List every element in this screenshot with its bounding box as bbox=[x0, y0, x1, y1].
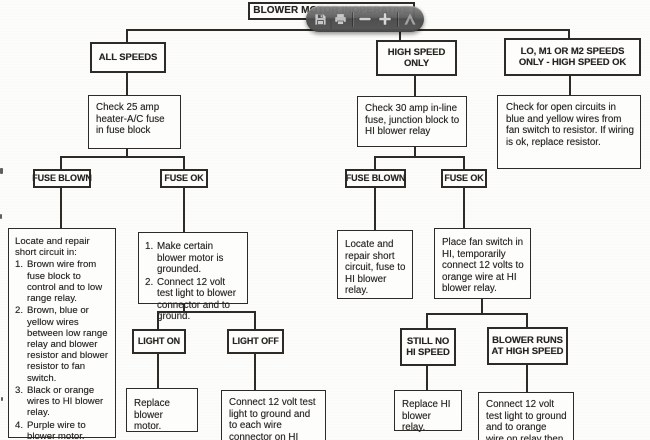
flow-node-check-open-circuits: Check for open circuits in blue and yell… bbox=[497, 95, 641, 169]
connector-line bbox=[481, 298, 483, 315]
connector-line bbox=[463, 187, 465, 229]
flow-node-place-fan-switch: Place fan switch in HI, temporarily conn… bbox=[434, 228, 531, 299]
flow-node-light-off: LIGHT OFF bbox=[227, 329, 284, 354]
list-item: 2. Brown, blue or yellow wires between l… bbox=[15, 305, 109, 384]
list-item: 2. Connect 12 volt test light to blower … bbox=[145, 276, 236, 323]
connector-line bbox=[569, 75, 571, 96]
connector-line bbox=[157, 311, 159, 330]
connector-line bbox=[414, 75, 416, 97]
flow-node-still-no-hi-speed: STILL NO HI SPEED bbox=[400, 328, 456, 366]
flow-node-replace-blower-motor: Replace blower motor. bbox=[126, 388, 198, 432]
list-item: 3. Black or orange wires to HI blower re… bbox=[15, 384, 104, 419]
flow-node-all-speeds: ALL SPEEDS bbox=[90, 42, 166, 73]
connector-line bbox=[374, 156, 465, 158]
flow-node-connect-each-wire: Connect 12 volt test light to ground and… bbox=[221, 390, 326, 440]
connector-line bbox=[374, 156, 376, 170]
connector-line bbox=[60, 156, 185, 158]
list-item: 1. Make certain blower motor is grounded… bbox=[145, 241, 224, 276]
flow-node-check-30amp-fuse: Check 30 amp in-line fuse, junction bloc… bbox=[357, 96, 467, 147]
list-item: 4. Purple wire to blower motor. bbox=[15, 419, 86, 440]
flow-node-lo-m1-m2-speeds: LO, M1 OR M2 SPEEDS ONLY - HIGH SPEED OK bbox=[504, 38, 641, 76]
connector-line bbox=[254, 311, 256, 330]
list-item: 1. Brown wire from fuse block to control… bbox=[15, 259, 103, 305]
connector-line bbox=[157, 311, 256, 313]
scan-speck bbox=[1, 397, 3, 401]
flow-node-short-circuit-list: Locate and repair short circuit in: 1. B… bbox=[8, 228, 116, 440]
connector-line bbox=[526, 313, 528, 328]
connector-line bbox=[426, 365, 428, 391]
connector-line bbox=[183, 187, 185, 233]
connector-line bbox=[374, 187, 376, 231]
connector-line bbox=[157, 353, 159, 389]
toolbar-separator bbox=[397, 11, 398, 27]
flow-node-replace-hi-relay: Replace HI blower relay. bbox=[394, 390, 462, 433]
connector-line bbox=[183, 156, 185, 170]
connector-line bbox=[60, 187, 62, 229]
connector-line bbox=[463, 156, 465, 170]
flow-node-high-speed-only: HIGH SPEED ONLY bbox=[376, 40, 457, 76]
connector-line bbox=[126, 29, 128, 43]
toolbar-separator bbox=[352, 11, 353, 27]
save-button[interactable] bbox=[312, 9, 328, 29]
flow-node-check-25amp-fuse: Check 25 amp heater-A/C fuse in fuse blo… bbox=[88, 95, 181, 149]
connector-line bbox=[126, 72, 128, 96]
scan-speck bbox=[0, 214, 2, 219]
connector-line bbox=[426, 313, 428, 329]
zoom-in-button[interactable] bbox=[377, 9, 393, 29]
pdf-floating-toolbar bbox=[306, 6, 424, 32]
scan-speck bbox=[0, 168, 3, 174]
connector-line bbox=[254, 353, 256, 391]
flow-node-fuse-ok-mid: FUSE OK bbox=[441, 169, 487, 188]
flow-node-connect-orange-wire: Connect 12 volt test light to ground and… bbox=[478, 392, 574, 440]
adobe-reader-button[interactable] bbox=[402, 9, 418, 29]
connector-line bbox=[126, 148, 128, 158]
zoom-in-icon bbox=[378, 12, 392, 26]
connector-line bbox=[60, 156, 62, 170]
flow-node-light-on: LIGHT ON bbox=[132, 329, 186, 354]
print-icon bbox=[334, 13, 347, 26]
flow-node-fuse-blown-left: FUSE BLOWN bbox=[32, 169, 92, 188]
flow-node-fuse-blown-mid: FUSE BLOWN bbox=[345, 169, 406, 188]
zoom-out-icon bbox=[358, 12, 372, 26]
connector-line bbox=[426, 313, 528, 315]
connector-line bbox=[399, 29, 401, 41]
connector-line bbox=[183, 303, 185, 313]
list-intro: Locate and repair short circuit in: bbox=[15, 236, 90, 259]
flow-node-locate-repair-short: Locate and repair short circuit, fuse to… bbox=[337, 230, 413, 299]
adobe-reader-icon bbox=[403, 12, 417, 26]
save-icon bbox=[314, 13, 327, 26]
flow-node-blower-runs-high: BLOWER RUNS AT HIGH SPEED bbox=[487, 327, 568, 365]
zoom-out-button[interactable] bbox=[357, 9, 373, 29]
connector-line bbox=[526, 364, 528, 393]
print-button[interactable] bbox=[332, 9, 348, 29]
connector-line bbox=[414, 146, 416, 158]
connector-line bbox=[568, 29, 570, 39]
flow-node-fuse-ok-left: FUSE OK bbox=[160, 169, 208, 188]
flow-node-ground-test: 1. Make certain blower motor is grounded… bbox=[138, 232, 248, 322]
